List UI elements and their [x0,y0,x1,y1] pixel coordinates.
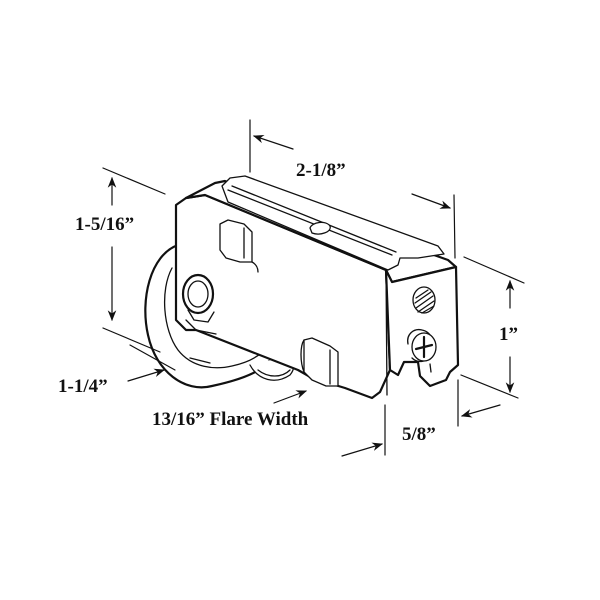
label-height: 1-5/16” [75,214,134,235]
thread-lines [414,289,435,314]
label-body-height: 1” [499,324,518,345]
adjustment-screw-icon [407,328,437,373]
dimension-body-height: 1” [460,256,525,399]
dimension-height: 1-5/16” [75,167,166,353]
label-flare-width: 13/16” Flare Width [152,409,309,430]
dimension-length: 2-1/8” [249,119,456,259]
dimension-wheel-diameter: 1-1/4” [58,344,176,397]
label-wheel-diameter: 1-1/4” [58,376,108,397]
dimension-flare-width: 13/16” Flare Width [152,390,309,430]
dimension-body-width: 5/8” [341,379,501,457]
label-length: 2-1/8” [296,160,346,181]
housing [174,175,460,400]
axle-bushing [181,273,217,335]
label-body-width: 5/8” [402,424,436,445]
